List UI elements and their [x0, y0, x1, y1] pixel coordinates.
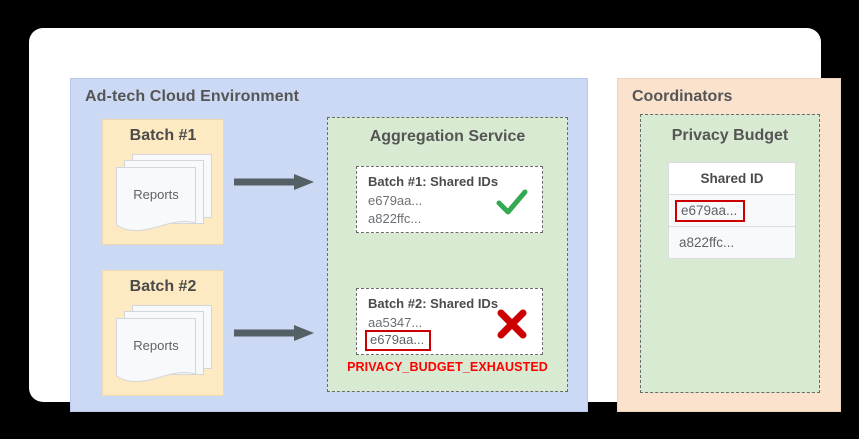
table-row: e679aa...: [668, 194, 796, 227]
privacy-budget-title: Privacy Budget: [671, 127, 789, 144]
adtech-panel-title: Ad-tech Cloud Environment: [85, 88, 300, 105]
x-icon: [496, 309, 528, 344]
report-sheet-front: [116, 318, 196, 382]
batch-1-title: Batch #1: [129, 127, 197, 144]
batch-2-box: Batch #2 Reports: [102, 270, 224, 396]
batch-1-shared-id-1: e679aa...: [368, 193, 423, 208]
shared-id-cell-flagged: e679aa...: [668, 194, 796, 227]
check-icon: [496, 189, 528, 222]
table-header-row: Shared ID: [668, 162, 796, 195]
aggregation-service-title: Aggregation Service: [369, 128, 526, 145]
arrow-batch1-to-aggregation: [234, 174, 314, 190]
aggregation-service-panel: Aggregation Service Batch #1: Shared IDs…: [327, 117, 568, 392]
batch-2-title: Batch #2: [129, 278, 197, 295]
batch-2-shared-id-1: aa5347...: [368, 315, 423, 330]
adtech-cloud-environment-panel: Ad-tech Cloud Environment Batch #1 Repor…: [70, 78, 588, 412]
batch-2-reports-label: Reports: [133, 338, 179, 353]
shared-id-cell: a822ffc...: [668, 226, 796, 259]
batch-1-reports-stack: Reports: [116, 154, 212, 234]
shared-id-table: Shared ID e679aa... a822ffc...: [668, 162, 796, 259]
privacy-budget-panel: Privacy Budget Shared ID e679aa...: [640, 114, 820, 393]
batch-1-shared-ids-card: Batch #1: Shared IDs e679aa... a822ffc..…: [356, 166, 543, 233]
batch-1-reports-label: Reports: [133, 187, 179, 202]
flagged-shared-id-value: e679aa...: [675, 200, 746, 222]
diagram-card: Ad-tech Cloud Environment Batch #1 Repor…: [29, 28, 841, 412]
arrow-batch2-to-aggregation: [234, 325, 314, 341]
privacy-budget-exhausted-message: PRIVACY_BUDGET_EXHAUSTED: [347, 360, 548, 374]
batch-1-shared-ids-title: Batch #1: Shared IDs: [368, 174, 499, 189]
batch-1-box: Batch #1 Reports: [102, 119, 224, 245]
coordinators-panel-title: Coordinators: [632, 88, 733, 105]
batch-2-flagged-shared-id: e679aa...: [365, 330, 432, 351]
shared-id-column-header: Shared ID: [668, 162, 796, 195]
batch-2-shared-ids-card: Batch #2: Shared IDs aa5347... e679aa...: [356, 288, 543, 355]
table-row: a822ffc...: [668, 226, 796, 259]
report-sheet-front: [116, 167, 196, 231]
batch-1-shared-id-2: a822ffc...: [368, 211, 422, 226]
coordinators-panel: Coordinators Privacy Budget Shared ID e6…: [617, 78, 841, 412]
batch-2-shared-ids-title: Batch #2: Shared IDs: [368, 296, 499, 311]
batch-2-reports-stack: Reports: [116, 305, 212, 385]
